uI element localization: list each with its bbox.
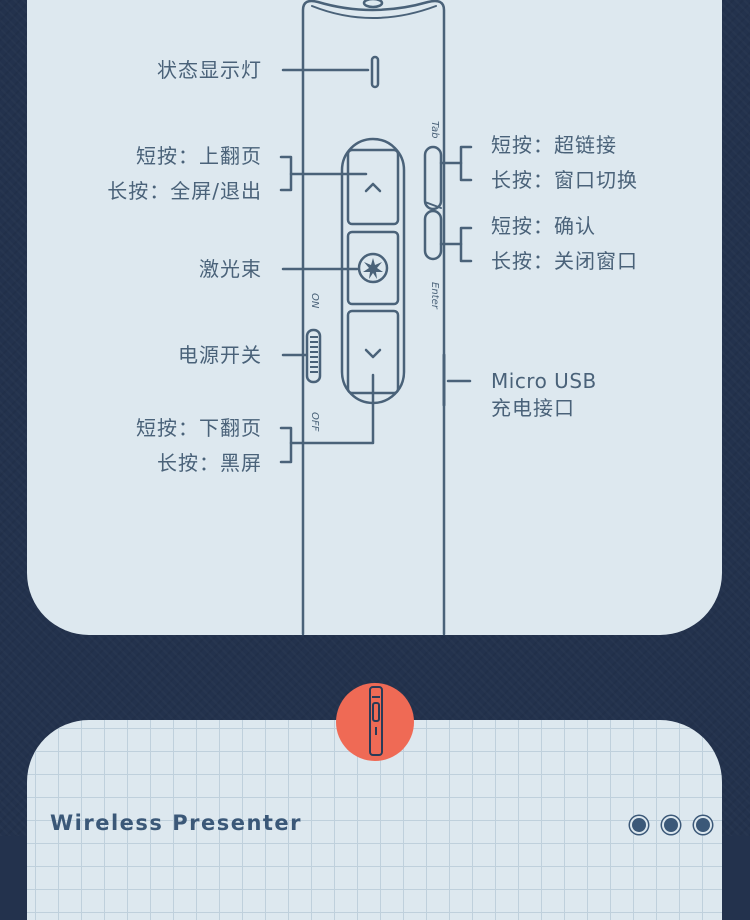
power-switch [305, 328, 322, 384]
label-usb-line1: Micro USB [491, 369, 597, 393]
device-body [301, 0, 446, 636]
chevron-down-icon [364, 348, 382, 359]
presenter-mini-icon [369, 686, 383, 756]
presenter-diagram: Tab Enter ON OFF [279, 0, 473, 636]
switch-grip-icon [310, 336, 318, 373]
dot-icon [696, 818, 711, 832]
presenter-badge [336, 683, 414, 761]
label-page-down-short: 短按：下翻页 [136, 416, 262, 440]
dot-icon [632, 818, 646, 832]
device-top-curve [311, 5, 437, 19]
status-light-icon [370, 55, 380, 89]
chevron-up-icon [364, 182, 382, 193]
pagination-dots [632, 817, 723, 836]
tab-mark: Tab [429, 121, 440, 139]
label-tab-long: 长按：窗口切换 [491, 168, 638, 192]
bracket-page-down [279, 426, 293, 464]
label-laser: 激光束 [199, 257, 262, 281]
label-enter-short: 短按：确认 [491, 214, 596, 238]
enter-side-button [423, 209, 443, 261]
label-page-up-long: 长按：全屏/退出 [107, 179, 262, 203]
bracket-page-up [279, 155, 293, 192]
label-page-down-long: 长按：黑屏 [157, 451, 262, 475]
laser-star-icon [363, 258, 383, 279]
label-enter-long: 长按：关闭窗口 [491, 249, 638, 273]
page-up-button [346, 148, 400, 226]
on-mark: ON [309, 293, 320, 309]
off-mark: OFF [309, 412, 320, 432]
label-usb-line2: 充电接口 [491, 396, 575, 420]
diagram-panel [27, 0, 722, 635]
bracket-tab [459, 145, 473, 182]
label-power: 电源开关 [178, 343, 262, 367]
top-hole [362, 0, 384, 9]
dot-icon [664, 818, 679, 832]
bracket-enter [459, 226, 473, 263]
label-tab-short: 短按：超链接 [491, 133, 617, 157]
label-status-light: 状态显示灯 [157, 58, 262, 82]
label-page-up-short: 短按：上翻页 [136, 144, 262, 168]
laser-icon-ring [357, 252, 389, 284]
tab-side-button [423, 145, 443, 211]
footer-title: Wireless Presenter [50, 811, 303, 835]
enter-mark: Enter [429, 282, 440, 310]
